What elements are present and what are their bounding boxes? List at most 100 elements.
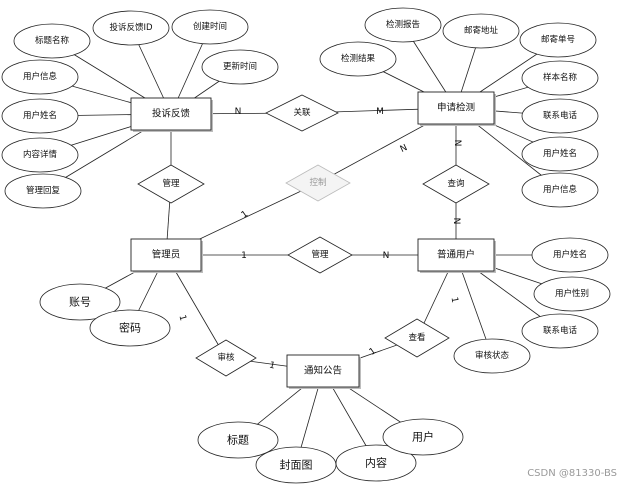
entity-box xyxy=(130,97,212,131)
relationship-manage_complaint: 管理 xyxy=(137,164,205,204)
relationship-label: 审核 xyxy=(217,352,235,363)
relationship-view: 查看 xyxy=(384,318,450,358)
attribute-shape xyxy=(442,13,520,49)
attribute-admin-0: 账号 xyxy=(39,283,121,321)
relationship-control: 控制 xyxy=(285,164,351,202)
entity-box xyxy=(417,91,495,125)
attribute-complaint-2: 创建时间 xyxy=(171,9,249,45)
attribute-shape xyxy=(1,137,79,173)
attribute-label: 密码 xyxy=(119,321,141,335)
attribute-application-4: 样本名称 xyxy=(521,60,599,96)
entity-label: 管理员 xyxy=(152,249,181,261)
attribute-shape xyxy=(521,60,599,96)
cardinality-label-manage_user: N xyxy=(383,251,390,261)
relationship-label: 管理 xyxy=(162,178,180,189)
attribute-shape xyxy=(519,22,597,58)
relationship-shape xyxy=(422,164,490,204)
relationship-review: 审核 xyxy=(195,339,257,377)
attribute-label: 用户姓名 xyxy=(23,110,57,121)
relationship-label: 查询 xyxy=(447,178,464,189)
attribute-complaint-3: 更新时间 xyxy=(201,49,279,85)
attribute-shape xyxy=(319,41,397,77)
attribute-label: 邮寄单号 xyxy=(541,34,575,45)
relationship-shape xyxy=(137,164,205,204)
relationship-shape xyxy=(384,318,450,358)
attribute-complaint-5: 用户姓名 xyxy=(1,98,79,134)
attribute-application-6: 用户姓名 xyxy=(521,136,599,172)
attribute-label: 邮寄地址 xyxy=(464,25,499,36)
entity-box xyxy=(417,238,495,272)
attribute-application-1: 邮寄地址 xyxy=(442,13,520,49)
attribute-shape xyxy=(453,338,531,374)
cardinality-label-admin_control: 1 xyxy=(240,209,250,220)
attribute-application-3: 检测结果 xyxy=(319,41,397,77)
attribute-label: 标题 xyxy=(227,433,249,447)
attribute-user-3: 审核状态 xyxy=(453,338,531,374)
attribute-shape xyxy=(89,309,171,347)
attribute-application-5: 联系电话 xyxy=(521,98,599,134)
attribute-complaint-4: 用户信息 xyxy=(1,59,79,95)
cardinality-label-control_application: N xyxy=(399,143,409,155)
attribute-notice-0: 标题 xyxy=(197,421,279,459)
attribute-user-1: 用户性别 xyxy=(533,276,611,312)
attribute-shape xyxy=(39,283,121,321)
attribute-notice-1: 封面图 xyxy=(255,446,337,484)
attribute-shape xyxy=(4,173,82,209)
attribute-label: 用户 xyxy=(412,430,434,444)
attribute-complaint-6: 内容详情 xyxy=(1,137,79,173)
attribute-application-7: 用户信息 xyxy=(521,172,599,208)
attribute-label: 联系电话 xyxy=(543,325,578,336)
cardinality-label-notice_view: 1 xyxy=(368,346,378,357)
cardinality-label-application_query: N xyxy=(452,140,462,147)
attribute-complaint-7: 管理回复 xyxy=(4,173,82,209)
cardinality-label-associate_application: M xyxy=(376,107,384,117)
entity-user: 普通用户 xyxy=(417,238,496,273)
relationship-shape xyxy=(195,339,257,377)
entity-box xyxy=(286,354,360,388)
attribute-shape xyxy=(364,7,442,43)
entity-application: 申请检测 xyxy=(417,91,496,126)
relationship-shape xyxy=(287,236,353,274)
attribute-shape xyxy=(13,23,91,59)
attribute-label: 样本名称 xyxy=(543,72,578,83)
attribute-shape xyxy=(1,59,79,95)
cardinality-label-complaint_associate: N xyxy=(235,107,242,117)
relationship-label: 管理 xyxy=(311,249,329,260)
cardinality-label-admin_manage: 1 xyxy=(241,251,247,261)
attribute-label: 封面图 xyxy=(280,458,313,472)
entity-label: 普通用户 xyxy=(437,249,475,261)
entity-label: 申请检测 xyxy=(437,102,475,114)
attribute-label: 用户姓名 xyxy=(543,148,577,159)
attribute-shape xyxy=(1,98,79,134)
watermark-text: CSDN @81330-BS xyxy=(527,468,617,479)
attribute-admin-1: 密码 xyxy=(89,309,171,347)
entity-notice: 通知公告 xyxy=(286,354,361,389)
attribute-shape xyxy=(171,9,249,45)
attribute-label: 审核状态 xyxy=(475,350,510,361)
attribute-label: 检测结果 xyxy=(341,53,376,64)
cardinality-label-view_user: 1 xyxy=(449,296,460,303)
attribute-label: 用户姓名 xyxy=(553,249,587,260)
attribute-application-0: 检测报告 xyxy=(364,7,442,43)
attribute-user-0: 用户姓名 xyxy=(531,237,609,273)
relationship-manage_user: 管理 xyxy=(287,236,353,274)
cardinality-label-query_user: N xyxy=(451,218,461,225)
attribute-label: 投诉反馈ID xyxy=(109,22,153,33)
cardinality-label-review_notice: 1 xyxy=(268,360,276,371)
attribute-application-2: 邮寄单号 xyxy=(519,22,597,58)
relationship-query: 查询 xyxy=(422,164,490,204)
attribute-shape xyxy=(533,276,611,312)
relationship-associate: 关联 xyxy=(265,94,339,132)
entity-admin: 管理员 xyxy=(130,238,203,273)
attribute-label: 用户信息 xyxy=(23,71,58,82)
attribute-user-2: 联系电话 xyxy=(521,313,599,349)
attribute-shape xyxy=(531,237,609,273)
attribute-notice-3: 用户 xyxy=(382,418,464,456)
attribute-label: 更新时间 xyxy=(223,61,257,72)
relationship-shape xyxy=(285,164,351,202)
attribute-label: 标题名称 xyxy=(35,35,70,46)
attribute-shape xyxy=(521,136,599,172)
entity-complaint: 投诉反馈 xyxy=(130,97,213,132)
entity-box xyxy=(130,238,202,272)
attribute-shape xyxy=(92,10,170,46)
